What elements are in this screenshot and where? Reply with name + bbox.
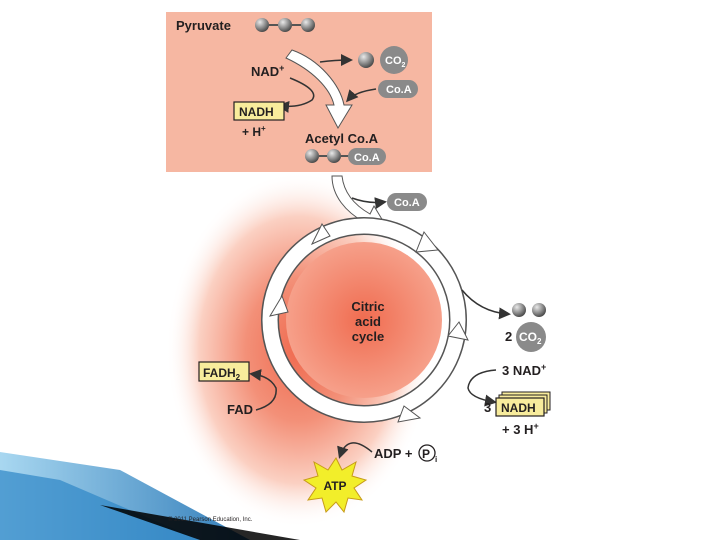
pyruvate-to-acetyl-arrow: [285, 49, 353, 130]
cycle-label-line2: acid: [355, 314, 381, 329]
coa-out-tag: Co.A: [387, 193, 427, 211]
nad-plus-label-right: 3 NAD+: [502, 362, 546, 378]
nadh-coeff: 3: [484, 400, 491, 415]
acetyl-coa-label: Acetyl Co.A: [305, 131, 379, 146]
svg-text:Co.A: Co.A: [354, 152, 380, 164]
h-plus-label-right: + 3 H+: [502, 421, 539, 437]
fad-reduction-arrow: [249, 369, 277, 411]
pyruvate-molecule: [255, 18, 315, 32]
coa-release-arrow: [351, 197, 387, 210]
svg-text:2: 2: [505, 329, 512, 344]
cycle-ring: [261, 217, 469, 423]
svg-text:NADH: NADH: [501, 401, 536, 415]
svg-text:Co.A: Co.A: [386, 84, 412, 96]
svg-text:P: P: [422, 447, 430, 461]
nad-reduction-arrow: [277, 77, 315, 113]
co2-out-top: CO2: [358, 46, 408, 74]
coa-in-tag: Co.A: [378, 80, 418, 98]
cycle-label-line3: cycle: [352, 329, 385, 344]
svg-text:NADH: NADH: [239, 105, 274, 119]
fad-label: FAD: [227, 402, 253, 417]
cycle-label-line1: Citric: [351, 299, 384, 314]
acetyl-entry-arrow: [331, 175, 387, 231]
acetyl-coa-molecule: Co.A: [305, 148, 386, 165]
fadh2-box: FADH2: [198, 361, 250, 382]
adp-label: ADP +: [374, 446, 413, 461]
atp-synthesis-arrow: [337, 442, 373, 459]
svg-text:ATP: ATP: [323, 479, 346, 493]
cycle-core: [286, 242, 442, 398]
nad-plus-label-top: NAD+: [251, 63, 284, 79]
svg-text:FADH2: FADH2: [203, 366, 241, 382]
nadh-box-top: NADH: [233, 101, 285, 121]
co2-out-right: 2 CO2: [505, 303, 546, 352]
svg-text:CO2: CO2: [519, 330, 542, 346]
co2-release-arrow: [319, 54, 353, 67]
pyruvate-label: Pyruvate: [176, 18, 231, 33]
svg-text:i: i: [435, 455, 437, 464]
nad-reduction-arrow-right: [467, 369, 497, 407]
nadh-box-stack: NADH: [495, 391, 551, 417]
pi-symbol: P i: [418, 444, 437, 464]
copyright-text: © 2011 Pearson Education, Inc.: [168, 516, 253, 523]
coa-in-arrow: [346, 88, 377, 103]
svg-text:Co.A: Co.A: [394, 197, 420, 209]
h-plus-label-top: + H+: [242, 124, 266, 139]
svg-text:CO2: CO2: [385, 55, 406, 69]
atp-starburst: ATP: [302, 457, 368, 514]
co2-release-arrow-right: [461, 289, 511, 320]
